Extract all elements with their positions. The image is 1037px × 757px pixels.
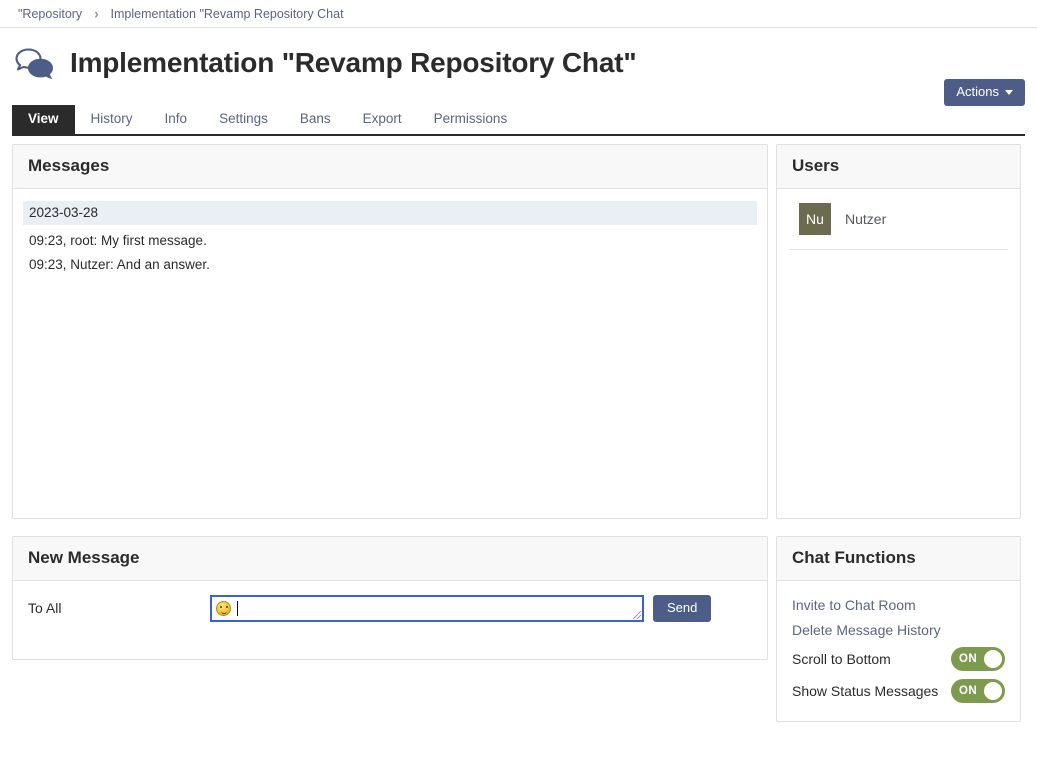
invite-to-chat-room-link[interactable]: Invite to Chat Room (792, 593, 1005, 618)
messages-list[interactable]: 2023-03-28 09:23, root: My first message… (13, 189, 767, 518)
breadcrumb-item-current[interactable]: Implementation "Revamp Repository Chat (111, 7, 344, 21)
show-status-messages-toggle[interactable]: ON (951, 679, 1005, 703)
messages-panel-title: Messages (13, 145, 767, 189)
new-message-form: To All Send (13, 581, 767, 659)
tab-view[interactable]: View (12, 105, 75, 134)
chat-functions-list: Invite to Chat Room Delete Message Histo… (777, 581, 1020, 721)
recipient-label: To All (28, 595, 210, 616)
message-input[interactable] (210, 595, 644, 622)
resize-handle[interactable] (633, 611, 641, 619)
new-message-panel-title: New Message (13, 537, 767, 581)
chat-functions-panel: Chat Functions Invite to Chat Room Delet… (776, 536, 1021, 722)
list-item[interactable]: Nu Nutzer (789, 203, 1008, 250)
actions-button[interactable]: Actions (944, 79, 1025, 106)
chat-functions-panel-title: Chat Functions (777, 537, 1020, 581)
scroll-to-bottom-toggle[interactable]: ON (951, 647, 1005, 671)
main-content: Messages 2023-03-28 09:23, root: My firs… (0, 136, 1037, 722)
message-line: 09:23, Nutzer: And an answer. (23, 253, 757, 277)
actions-button-label: Actions (956, 85, 999, 99)
left-column: Messages 2023-03-28 09:23, root: My firs… (12, 144, 768, 660)
user-name: Nutzer (845, 211, 886, 227)
breadcrumb: "Repository › Implementation "Revamp Rep… (0, 0, 1037, 28)
toggle-state-label: ON (959, 653, 977, 665)
toggle-knob (984, 650, 1002, 668)
tab-history[interactable]: History (75, 105, 149, 134)
new-message-panel: New Message To All Send (12, 536, 768, 660)
delete-message-history-link[interactable]: Delete Message History (792, 618, 1005, 643)
show-status-messages-row: Show Status Messages ON (792, 675, 1005, 707)
tab-permissions[interactable]: Permissions (418, 105, 524, 134)
tab-info[interactable]: Info (149, 105, 204, 134)
users-list: Nu Nutzer (777, 189, 1020, 518)
breadcrumb-item-repository[interactable]: "Repository (18, 7, 82, 21)
toggle-knob (984, 682, 1002, 700)
tab-bar: View History Info Settings Bans Export P… (12, 106, 1025, 136)
scroll-to-bottom-label: Scroll to Bottom (792, 651, 891, 667)
chat-bubbles-icon (14, 46, 56, 80)
right-column: Users Nu Nutzer Chat Functions Invite to… (776, 144, 1021, 722)
scroll-to-bottom-row: Scroll to Bottom ON (792, 643, 1005, 675)
tab-settings[interactable]: Settings (203, 105, 284, 134)
smiley-face-icon[interactable] (216, 601, 231, 616)
show-status-messages-label: Show Status Messages (792, 683, 938, 699)
chevron-down-icon (1005, 90, 1013, 95)
tab-bans[interactable]: Bans (284, 105, 347, 134)
users-panel-title: Users (777, 145, 1020, 189)
send-button[interactable]: Send (653, 595, 711, 622)
page-title: Implementation "Revamp Repository Chat" (70, 48, 636, 79)
title-row: Implementation "Revamp Repository Chat" (14, 46, 1023, 80)
message-line: 09:23, root: My first message. (23, 229, 757, 253)
page-header: Implementation "Revamp Repository Chat" … (0, 28, 1037, 100)
avatar: Nu (799, 203, 831, 235)
users-panel: Users Nu Nutzer (776, 144, 1021, 519)
chevron-right-icon: › (94, 5, 98, 22)
text-cursor (237, 601, 238, 616)
message-date-divider: 2023-03-28 (23, 201, 757, 225)
toggle-state-label: ON (959, 685, 977, 697)
tab-export[interactable]: Export (347, 105, 418, 134)
messages-panel: Messages 2023-03-28 09:23, root: My firs… (12, 144, 768, 519)
